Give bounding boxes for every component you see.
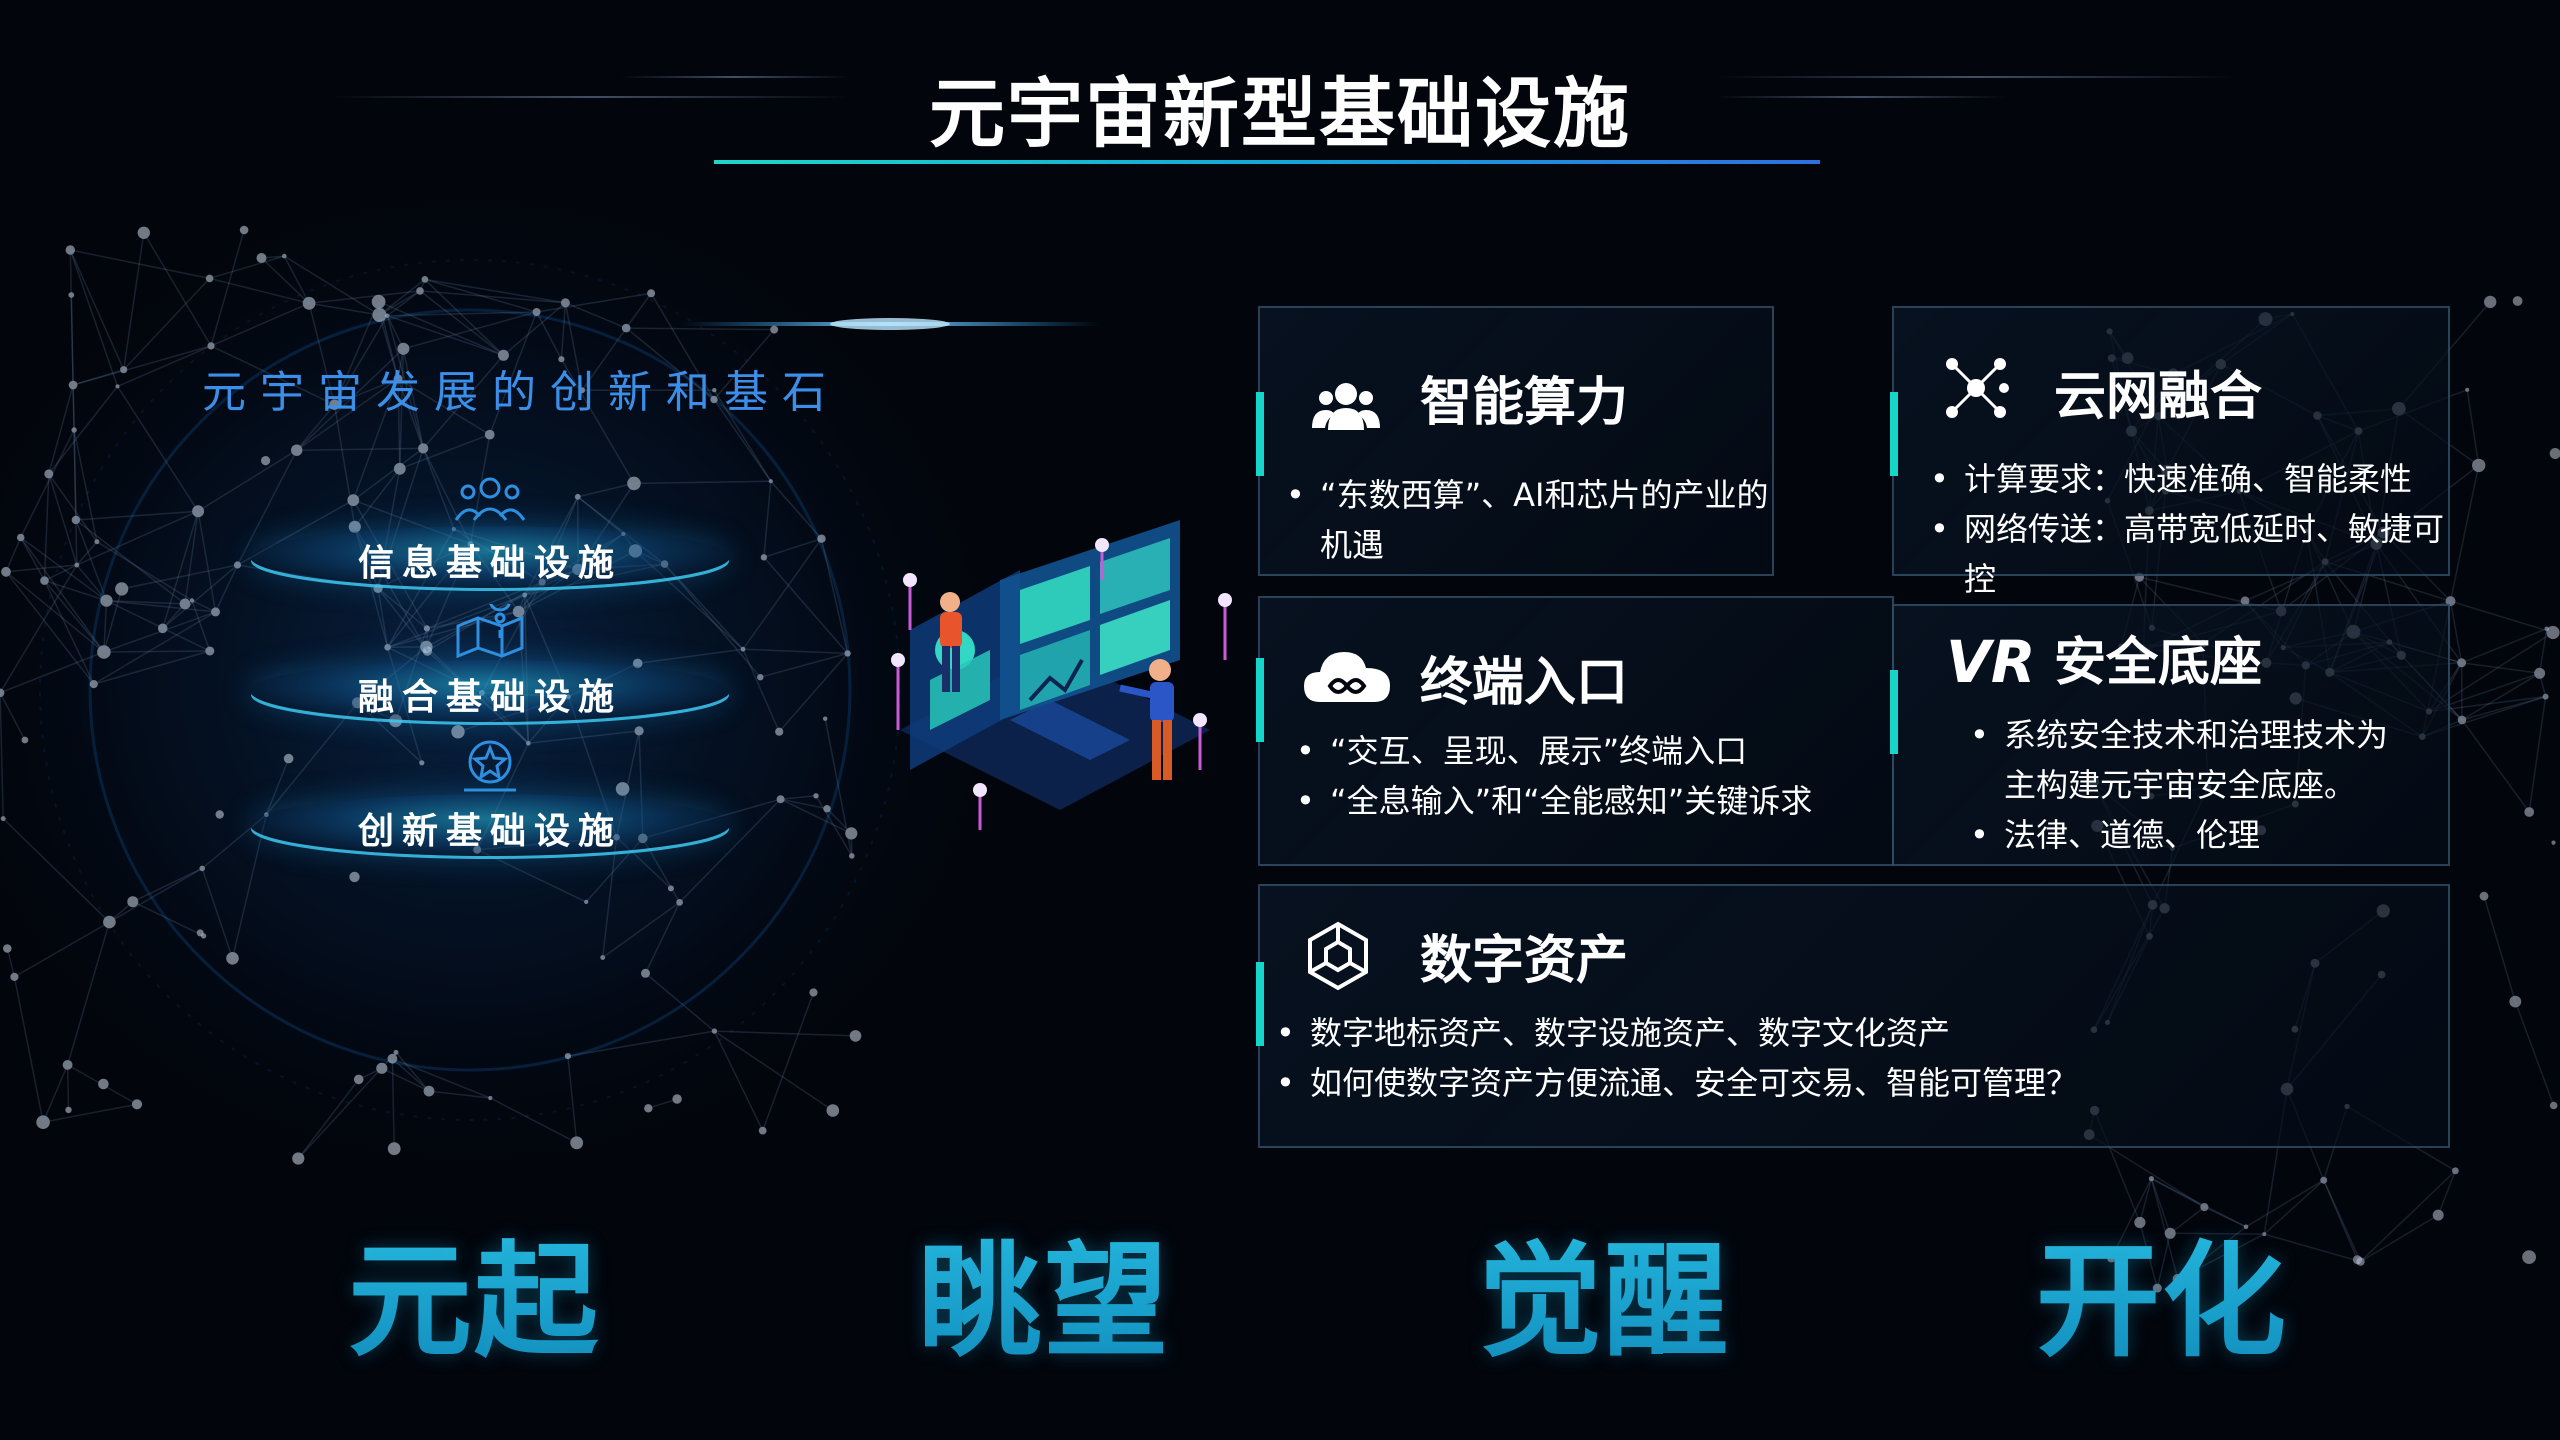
keyword-juexing: 觉醒 (1478, 1200, 1730, 1380)
card-bullet: 如何使数字资产方便流通、安全可交易、智能可管理？ (1270, 1058, 2078, 1108)
keyword-tiaowang: 眺望 (918, 1200, 1170, 1380)
card-bullet: 计算要求：快速准确、智能柔性 (1924, 454, 2448, 504)
star-badge-icon (464, 740, 516, 792)
hexagon-network-icon (1308, 921, 1368, 991)
card-title: 终端入口 (1420, 653, 1629, 713)
card-bullet-list: 计算要求：快速准确、智能柔性 网络传送：高带宽低延时、敏捷可控 (1924, 454, 2448, 604)
card-title: 数字资产 (1420, 931, 1629, 991)
header-deco-line-left-2 (620, 76, 850, 78)
card-bullet: “东数西算”、AI和芯片的产业的机遇 (1280, 470, 1772, 570)
card-bullet: 系统安全技术和治理技术为 (1964, 710, 2388, 760)
pillar-platform (250, 794, 730, 856)
card-bullet: 数字地标资产、数字设施资产、数字文化资产 (1270, 1008, 2078, 1058)
people-network-icon (454, 477, 526, 521)
card-smart-compute: 智能算力 “东数西算”、AI和芯片的产业的机遇 (1256, 306, 1774, 576)
card-accent-bar (1890, 670, 1898, 754)
map-pin-icon (456, 604, 524, 659)
card-bullet-list: “东数西算”、AI和芯片的产业的机遇 (1280, 470, 1772, 570)
network-nodes-icon (1946, 358, 2009, 418)
pillar-fusion-infrastructure: 融合基础设施 (250, 604, 730, 734)
header-deco-line-right-1 (1716, 96, 2006, 98)
card-bullet-list: “交互、呈现、展示”终端入口 “全息输入”和“全能感知”关键诉求 (1290, 726, 1812, 826)
card-bullet: “全息输入”和“全能感知”关键诉求 (1290, 776, 1812, 826)
card-accent-bar (1256, 658, 1264, 742)
pillar-innovation-infrastructure: 创新基础设施 (250, 738, 730, 868)
card-bullet: 法律、道德、伦理 (1964, 810, 2388, 860)
card-accent-bar (1256, 392, 1264, 476)
keyword-kaihua: 开化 (2036, 1200, 2288, 1380)
card-title: 云网融合 (2054, 367, 2263, 427)
card-security-base: VR 安全底座 系统安全技术和治理技术为 主构建元宇宙安全底座。 法律、道德、伦… (1890, 604, 2450, 866)
card-digital-assets: 数字资产 数字地标资产、数字设施资产、数字文化资产 如何使数字资产方便流通、安全… (1256, 884, 2450, 1148)
pillar-info-infrastructure: 信息基础设施 (250, 470, 730, 600)
card-bullet-continuation: 主构建元宇宙安全底座。 (2004, 766, 2357, 804)
pillar-platform (250, 660, 730, 722)
card-bullet: “交互、呈现、展示”终端入口 (1290, 726, 1812, 776)
left-heading: 元宇宙发展的创新和基石 (202, 367, 840, 418)
page-title: 元宇宙新型基础设施 (929, 69, 1631, 158)
cloud-infinity-icon (1304, 652, 1390, 702)
card-terminal-entry: 终端入口 “交互、呈现、展示”终端入口 “全息输入”和“全能感知”关键诉求 (1256, 596, 1894, 866)
card-bullet-list: 数字地标资产、数字设施资产、数字文化资产 如何使数字资产方便流通、安全可交易、智… (1270, 1008, 2078, 1108)
card-bullet: 网络传送：高带宽低延时、敏捷可控 (1924, 504, 2448, 604)
pillar-label: 信息基础设施 (357, 543, 622, 584)
card-accent-bar (1890, 392, 1898, 476)
title-underline (714, 160, 1820, 164)
pillar-label: 创新基础设施 (357, 811, 622, 852)
pillar-label: 融合基础设施 (357, 677, 622, 718)
card-title: 安全底座 (2054, 633, 2263, 693)
card-accent-bar (1256, 962, 1264, 1046)
vr-icon: VR (1946, 628, 2036, 696)
users-group-icon (1312, 383, 1380, 430)
header-deco-line-left-1 (330, 96, 850, 98)
card-cloud-network: 云网融合 计算要求：快速准确、智能柔性 网络传送：高带宽低延时、敏捷可控 (1890, 306, 2450, 598)
card-title: 智能算力 (1420, 373, 1629, 433)
card-bullet-list: 系统安全技术和治理技术为 主构建元宇宙安全底座。 法律、道德、伦理 (1964, 710, 2388, 860)
pillar-platform (250, 526, 730, 588)
data-dashboard-people-illustration (891, 520, 1232, 830)
keyword-yuanqi: 元起 (348, 1200, 600, 1380)
header-deco-line-right-2 (1716, 76, 2236, 78)
